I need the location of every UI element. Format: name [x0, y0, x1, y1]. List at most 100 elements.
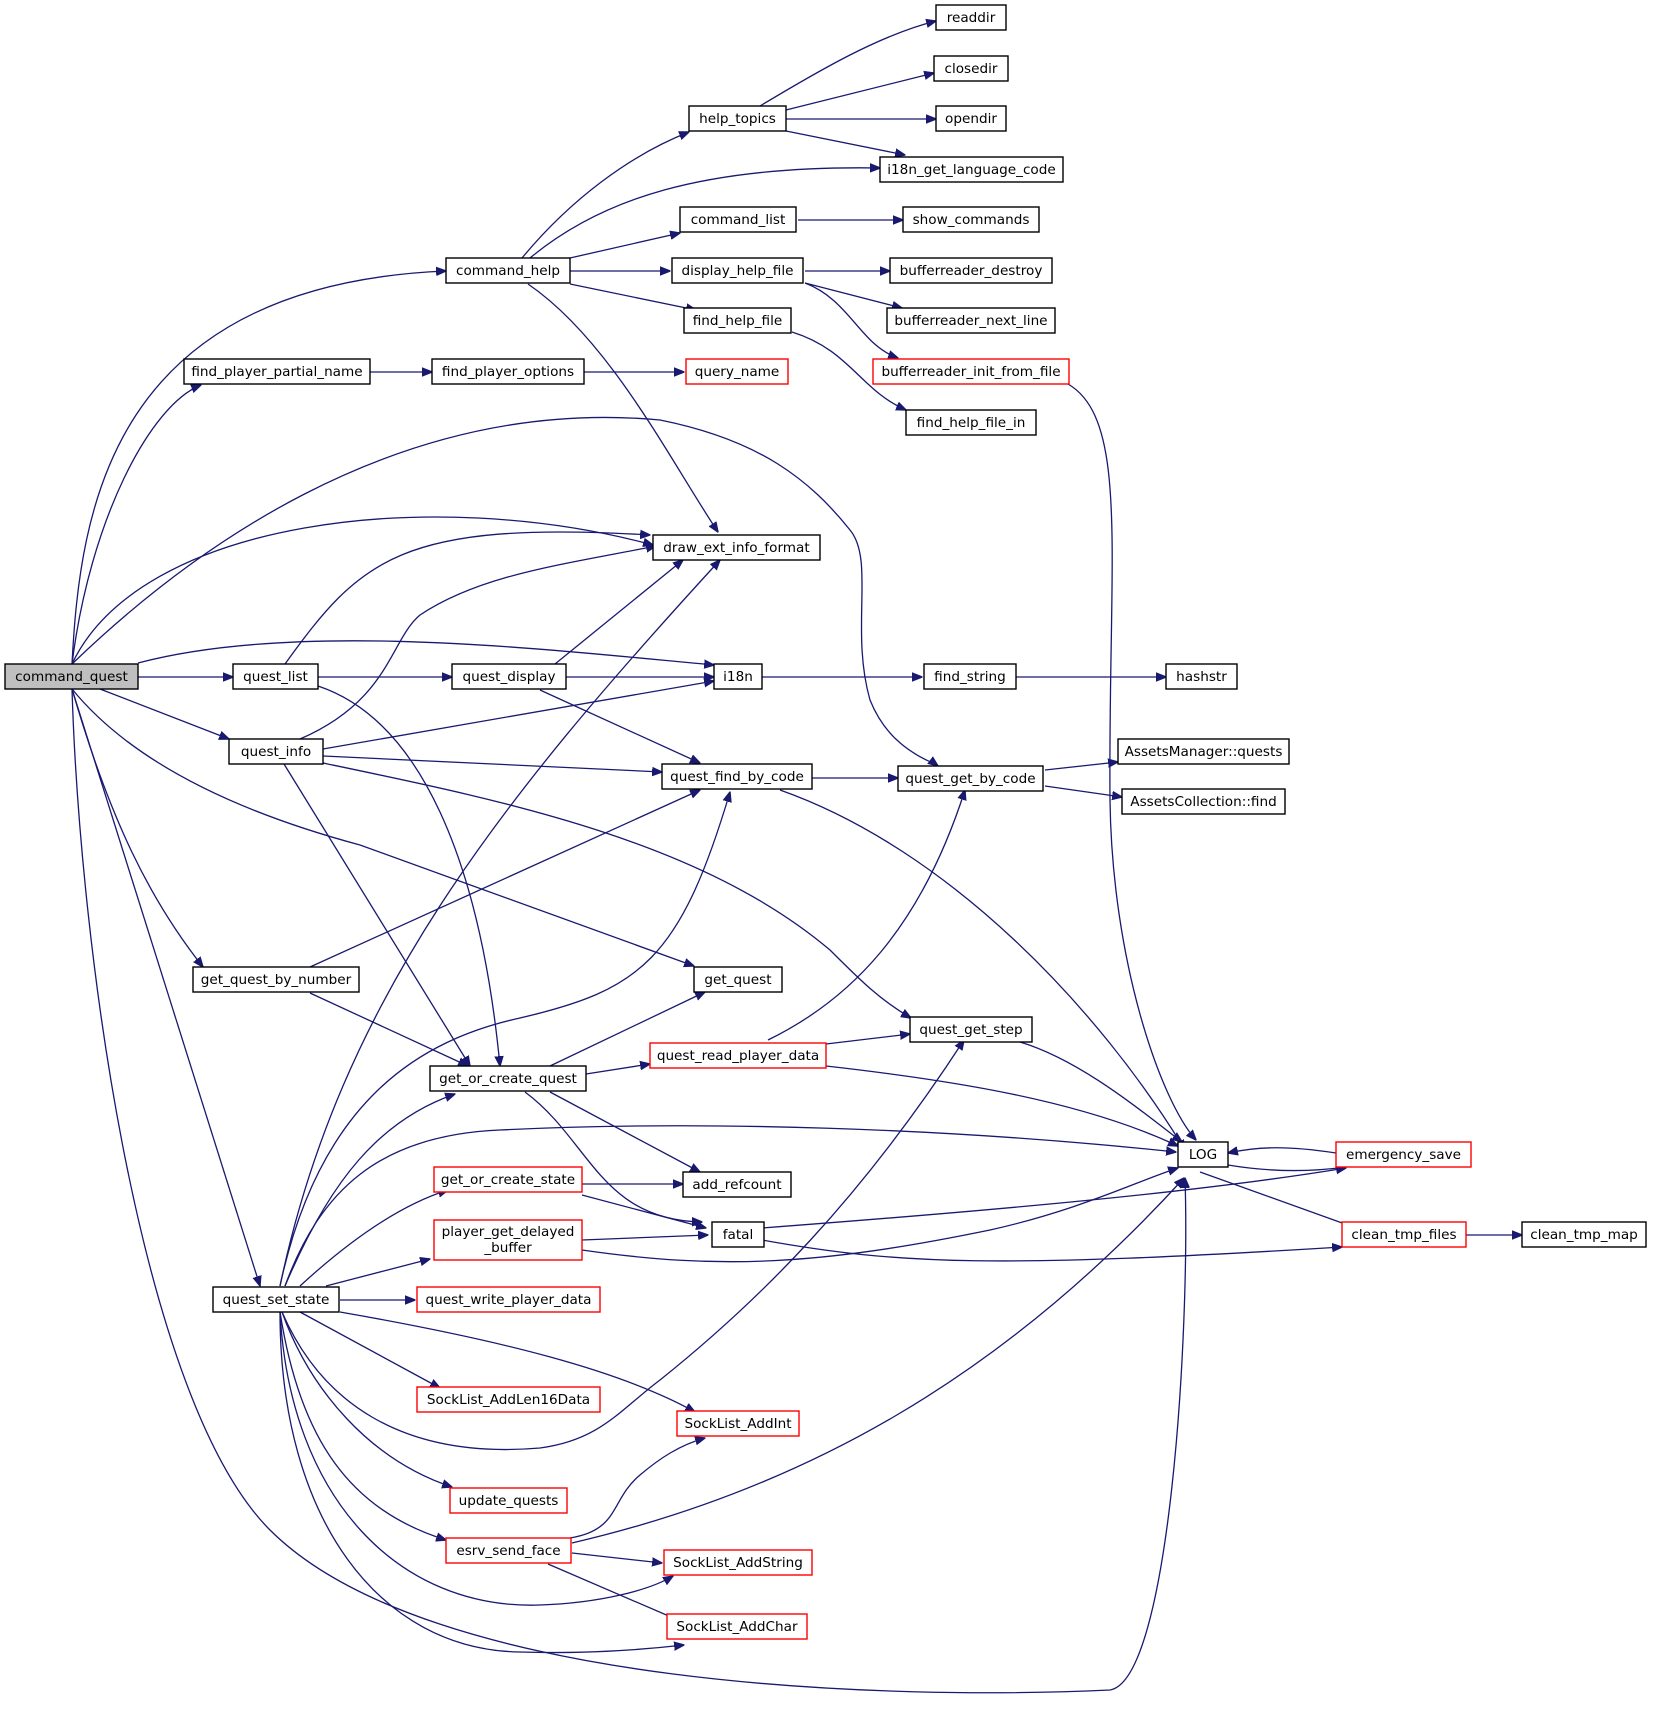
- node-add-refcount-label: add_refcount: [692, 1177, 781, 1193]
- edge-command_quest-to-log-1: [71, 688, 1186, 1694]
- node-readdir[interactable]: readdir: [935, 4, 1007, 31]
- node-assets-manager-quests[interactable]: AssetsManager::quests: [1117, 738, 1290, 765]
- node-get-quest[interactable]: get_quest: [693, 966, 783, 993]
- node-clean-tmp-files[interactable]: clean_tmp_files: [1341, 1221, 1467, 1248]
- node-get-quest-by-number[interactable]: get_quest_by_number: [192, 966, 360, 993]
- edge-help_topics-to-i18n_get_language_code: [785, 130, 905, 155]
- node-get-or-create-quest[interactable]: get_or_create_quest: [429, 1065, 587, 1092]
- node-bufferreader-init-from-file[interactable]: bufferreader_init_from_file: [872, 358, 1070, 385]
- edge-get_or_create_state-to-fatal: [581, 1194, 706, 1228]
- edge-quest_set_state-to-esrv_send_face: [279, 1311, 446, 1540]
- edge-quest_set_state-to-quest_find_by_code: [279, 792, 730, 1287]
- edge-quest_set_state-to-get_or_create_quest: [284, 1094, 455, 1287]
- node-quest-get-by-code-label: quest_get_by_code: [905, 771, 1035, 787]
- edge-quest_get_by_code-to-assets_collection_find: [1044, 785, 1122, 797]
- node-socklist-addstring[interactable]: SockList_AddString: [663, 1549, 813, 1576]
- node-find-string[interactable]: find_string: [923, 663, 1017, 690]
- node-socklist-addint[interactable]: SockList_AddInt: [676, 1410, 800, 1437]
- node-command-list[interactable]: command_list: [679, 206, 797, 233]
- nodes: command_quest find_player_partial_name q…: [4, 4, 1647, 1640]
- node-get-or-create-state[interactable]: get_or_create_state: [433, 1166, 583, 1193]
- node-emergency-save[interactable]: emergency_save: [1335, 1141, 1472, 1168]
- node-i18n-get-language-code[interactable]: i18n_get_language_code: [879, 156, 1064, 183]
- node-get-or-create-quest-label: get_or_create_quest: [439, 1071, 577, 1087]
- edge-quest_set_state-to-socklist_addstring: [279, 1311, 673, 1606]
- edge-bufferreader_init_from_file-to-log: [1067, 383, 1196, 1140]
- node-quest-get-step-label: quest_get_step: [919, 1022, 1022, 1038]
- node-update-quests-label: update_quests: [459, 1493, 559, 1509]
- node-log[interactable]: LOG: [1177, 1141, 1229, 1168]
- node-quest-display[interactable]: quest_display: [451, 663, 567, 690]
- node-bufferreader-destroy[interactable]: bufferreader_destroy: [889, 257, 1053, 284]
- edge-quest_info-to-get_or_create_quest: [283, 763, 470, 1066]
- edge-quest_info-to-quest_get_step: [322, 762, 911, 1018]
- node-quest-info-label: quest_info: [241, 744, 311, 760]
- node-query-name-label: query_name: [695, 364, 780, 380]
- edge-quest_display-to-draw_ext_info_format: [554, 560, 683, 665]
- edge-quest_get_step-to-log: [1019, 1041, 1182, 1142]
- edge-get_quest_by_number-to-quest_find_by_code: [309, 790, 700, 968]
- node-quest-write-player-data[interactable]: quest_write_player_data: [416, 1286, 601, 1313]
- node-get-quest-label: get_quest: [704, 972, 771, 988]
- node-draw-ext-info-format-label: draw_ext_info_format: [663, 540, 809, 556]
- edge-emergency_save-to-log: [1228, 1148, 1337, 1153]
- node-quest-list-label: quest_list: [243, 669, 308, 685]
- node-clean-tmp-map-label: clean_tmp_map: [1530, 1227, 1638, 1243]
- node-player-get-delayed-buffer[interactable]: player_get_delayed _buffer: [433, 1219, 583, 1261]
- node-clean-tmp-map[interactable]: clean_tmp_map: [1521, 1221, 1647, 1248]
- node-show-commands[interactable]: show_commands: [902, 206, 1040, 233]
- node-find-player-partial-name[interactable]: find_player_partial_name: [183, 358, 371, 385]
- node-esrv-send-face[interactable]: esrv_send_face: [445, 1537, 572, 1564]
- node-quest-set-state[interactable]: quest_set_state: [212, 1286, 340, 1313]
- node-quest-find-by-code[interactable]: quest_find_by_code: [661, 763, 813, 790]
- node-update-quests[interactable]: update_quests: [449, 1487, 568, 1514]
- node-find-player-partial-name-label: find_player_partial_name: [191, 364, 362, 380]
- edge-quest_set_state-to-player_get_delayed_buffer: [325, 1259, 430, 1287]
- edge-esrv_send_face-to-log: [571, 1178, 1184, 1544]
- node-find-help-file[interactable]: find_help_file: [683, 307, 792, 334]
- node-fatal[interactable]: fatal: [711, 1221, 765, 1248]
- edge-quest_set_state-to-get_or_create_state: [299, 1190, 448, 1287]
- node-opendir[interactable]: opendir: [935, 105, 1007, 132]
- node-quest-get-step[interactable]: quest_get_step: [909, 1016, 1033, 1043]
- node-quest-get-by-code[interactable]: quest_get_by_code: [897, 765, 1044, 792]
- node-quest-info[interactable]: quest_info: [228, 738, 324, 765]
- node-quest-find-by-code-label: quest_find_by_code: [670, 769, 804, 785]
- node-find-help-file-in[interactable]: find_help_file_in: [905, 409, 1037, 436]
- node-get-or-create-state-label: get_or_create_state: [441, 1172, 575, 1188]
- node-add-refcount[interactable]: add_refcount: [682, 1171, 792, 1198]
- node-display-help-file[interactable]: display_help_file: [671, 257, 804, 284]
- node-command-quest[interactable]: command_quest: [4, 663, 139, 690]
- node-hashstr-label: hashstr: [1176, 669, 1227, 685]
- edge-quest_info-to-draw_ext_info_format: [299, 546, 656, 740]
- node-show-commands-label: show_commands: [913, 212, 1030, 228]
- node-closedir[interactable]: closedir: [933, 55, 1009, 82]
- node-quest-write-player-data-label: quest_write_player_data: [426, 1292, 592, 1308]
- edge-get_or_create_quest-to-add_refcount: [549, 1091, 700, 1172]
- node-assets-manager-quests-label: AssetsManager::quests: [1125, 744, 1283, 760]
- node-socklist-addchar[interactable]: SockList_AddChar: [666, 1613, 808, 1640]
- node-draw-ext-info-format[interactable]: draw_ext_info_format: [652, 534, 821, 561]
- edge-command_quest-to-quest_get_by_code: [71, 416, 938, 766]
- edge-get_quest_by_number-to-get_or_create_quest: [309, 992, 468, 1066]
- node-socklist-addstring-label: SockList_AddString: [673, 1555, 803, 1571]
- node-hashstr[interactable]: hashstr: [1165, 663, 1238, 690]
- node-query-name[interactable]: query_name: [685, 358, 789, 385]
- edge-quest_info-to-i18n: [322, 681, 714, 750]
- node-i18n[interactable]: i18n: [713, 663, 763, 690]
- node-player-get-delayed-buffer-label-2: _buffer: [483, 1240, 532, 1256]
- node-find-player-options[interactable]: find_player_options: [431, 358, 585, 385]
- node-assets-collection-find[interactable]: AssetsCollection::find: [1121, 788, 1286, 815]
- node-command-help[interactable]: command_help: [445, 257, 571, 284]
- node-quest-read-player-data[interactable]: quest_read_player_data: [649, 1042, 827, 1069]
- node-help-topics[interactable]: help_topics: [688, 105, 787, 132]
- edge-esrv_send_face-to-socklist_addint: [569, 1438, 705, 1539]
- node-socklist-addlen16data[interactable]: SockList_AddLen16Data: [416, 1386, 601, 1413]
- edge-command_quest-to-i18n-1: [137, 640, 714, 665]
- node-quest-list[interactable]: quest_list: [232, 663, 319, 690]
- node-find-help-file-in-label: find_help_file_in: [917, 415, 1026, 431]
- edge-fatal-to-emergency_save: [761, 1168, 1346, 1229]
- node-quest-set-state-label: quest_set_state: [223, 1292, 330, 1308]
- node-bufferreader-next-line[interactable]: bufferreader_next_line: [886, 307, 1056, 334]
- node-command-list-label: command_list: [691, 212, 786, 228]
